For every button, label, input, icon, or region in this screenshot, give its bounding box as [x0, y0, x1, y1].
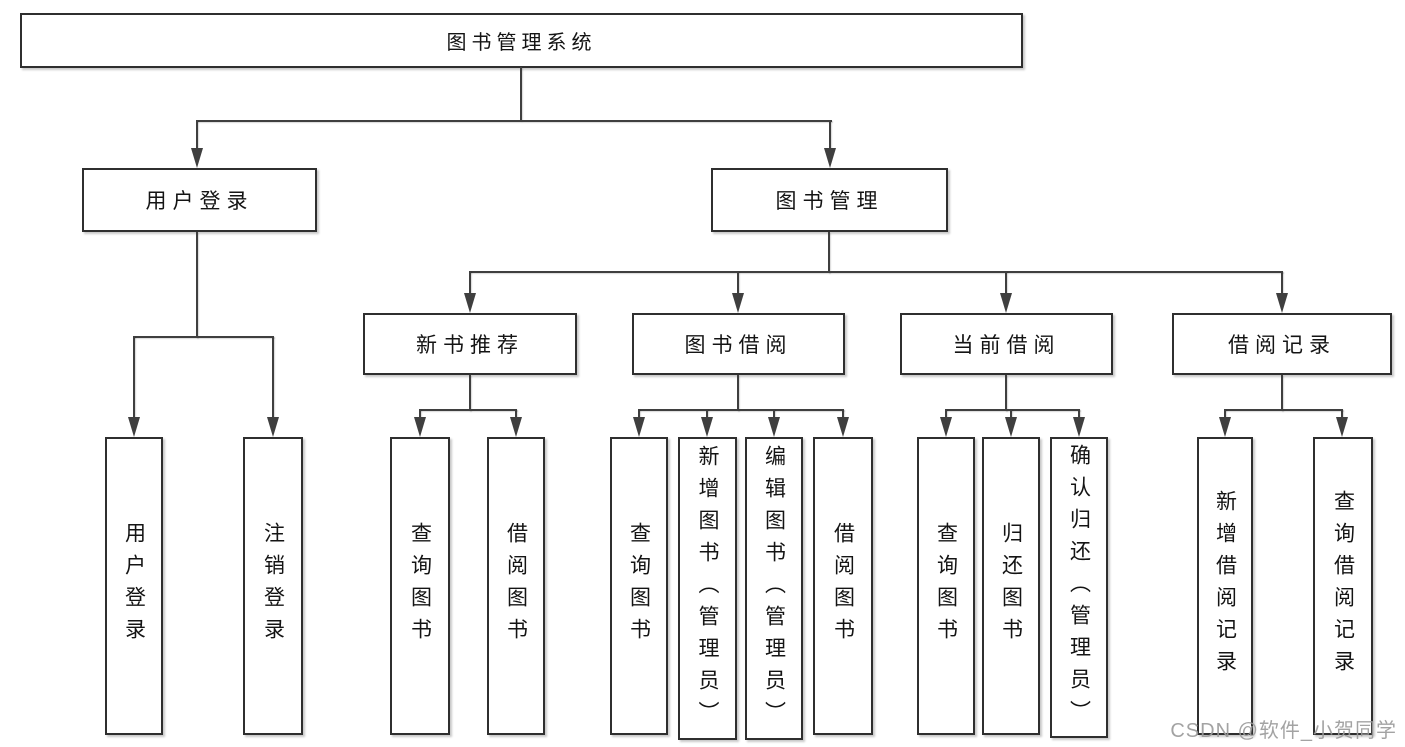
- connector-line: [196, 232, 198, 338]
- arrowhead-down-icon: [267, 417, 279, 437]
- connector-line: [196, 120, 198, 150]
- connector-line: [469, 271, 471, 295]
- node-library-system: 图书管理系统: [20, 13, 1023, 68]
- leaf-label: 用户登录: [122, 522, 146, 650]
- arrowhead-down-icon: [510, 417, 522, 437]
- arrowhead-down-icon: [701, 417, 713, 437]
- node-book-management-branch: 图书管理: [711, 168, 948, 232]
- leaf-user-login: 用户登录: [105, 437, 163, 735]
- arrowhead-down-icon: [940, 417, 952, 437]
- connector-line: [469, 271, 1283, 273]
- connector-line: [520, 67, 522, 121]
- connector-line: [1281, 375, 1283, 411]
- connector-line: [419, 409, 517, 411]
- leaf-label: 确认归还（管理员）: [1067, 443, 1091, 732]
- arrowhead-down-icon: [1219, 417, 1231, 437]
- leaf-label: 编辑图书（管理员）: [762, 444, 786, 733]
- leaf-logout: 注销登录: [243, 437, 303, 735]
- connector-line: [842, 409, 844, 421]
- leaf-add-borrow-record: 新增借阅记录: [1197, 437, 1253, 735]
- node-borrow-records: 借阅记录: [1172, 313, 1392, 375]
- connector-line: [1224, 409, 1226, 421]
- leaf-add-books-admin: 新增图书（管理员）: [678, 437, 737, 740]
- connector-line: [1005, 271, 1007, 295]
- connector-line: [133, 336, 135, 418]
- connector-line: [272, 336, 274, 418]
- leaf-confirm-return-admin: 确认归还（管理员）: [1050, 437, 1108, 738]
- leaf-label: 新增借阅记录: [1213, 490, 1237, 682]
- arrowhead-down-icon: [128, 417, 140, 437]
- leaf-label: 查询图书: [934, 522, 958, 650]
- connector-line: [638, 409, 844, 411]
- leaf-label: 借阅图书: [504, 522, 528, 650]
- arrowhead-down-icon: [191, 148, 203, 168]
- arrowhead-down-icon: [633, 417, 645, 437]
- connector-line: [1010, 409, 1012, 421]
- leaf-query-books-borrow: 查询图书: [610, 437, 668, 735]
- connector-line: [773, 409, 775, 421]
- connector-line: [737, 271, 739, 295]
- leaf-label: 新增图书（管理员）: [696, 444, 719, 733]
- leaf-label: 查询图书: [408, 522, 432, 650]
- leaf-label: 查询借阅记录: [1331, 490, 1355, 682]
- node-current-borrow: 当前借阅: [900, 313, 1113, 375]
- arrowhead-down-icon: [1276, 293, 1288, 313]
- arrowhead-down-icon: [1073, 417, 1085, 437]
- leaf-query-books-recommend: 查询图书: [390, 437, 450, 735]
- node-book-borrow: 图书借阅: [632, 313, 845, 375]
- connector-line: [469, 375, 471, 411]
- watermark: CSDN @软件_小贺同学: [1170, 720, 1397, 742]
- connector-line: [133, 336, 274, 338]
- arrowhead-down-icon: [837, 417, 849, 437]
- connector-line: [638, 409, 640, 421]
- connector-line: [196, 120, 832, 122]
- connector-line: [419, 409, 421, 421]
- leaf-query-borrow-record: 查询借阅记录: [1313, 437, 1373, 735]
- leaf-label: 借阅图书: [831, 522, 855, 650]
- connector-line: [829, 120, 831, 150]
- arrowhead-down-icon: [414, 417, 426, 437]
- arrowhead-down-icon: [824, 148, 836, 168]
- connector-line: [1341, 409, 1343, 421]
- connector-line: [1005, 375, 1007, 411]
- connector-line: [706, 409, 708, 421]
- connector-line: [1078, 409, 1080, 421]
- leaf-label: 注销登录: [261, 522, 285, 650]
- connector-line: [737, 375, 739, 411]
- node-new-book-recommend: 新书推荐: [363, 313, 577, 375]
- leaf-borrow-books: 借阅图书: [813, 437, 873, 735]
- connector-line: [945, 409, 1080, 411]
- leaf-label: 查询图书: [627, 522, 651, 650]
- arrowhead-down-icon: [768, 417, 780, 437]
- connector-line: [1281, 271, 1283, 295]
- arrowhead-down-icon: [1005, 417, 1017, 437]
- leaf-edit-books-admin: 编辑图书（管理员）: [745, 437, 803, 740]
- leaf-return-books: 归还图书: [982, 437, 1040, 735]
- connector-line: [515, 409, 517, 421]
- arrowhead-down-icon: [1000, 293, 1012, 313]
- node-user-login-branch: 用户登录: [82, 168, 317, 232]
- leaf-label: 归还图书: [999, 522, 1023, 650]
- arrowhead-down-icon: [1336, 417, 1348, 437]
- arrowhead-down-icon: [464, 293, 476, 313]
- leaf-query-books-current: 查询图书: [917, 437, 975, 735]
- connector-line: [945, 409, 947, 421]
- leaf-borrow-books-recommend: 借阅图书: [487, 437, 545, 735]
- connector-line: [1224, 409, 1343, 411]
- arrowhead-down-icon: [732, 293, 744, 313]
- connector-line: [828, 232, 830, 273]
